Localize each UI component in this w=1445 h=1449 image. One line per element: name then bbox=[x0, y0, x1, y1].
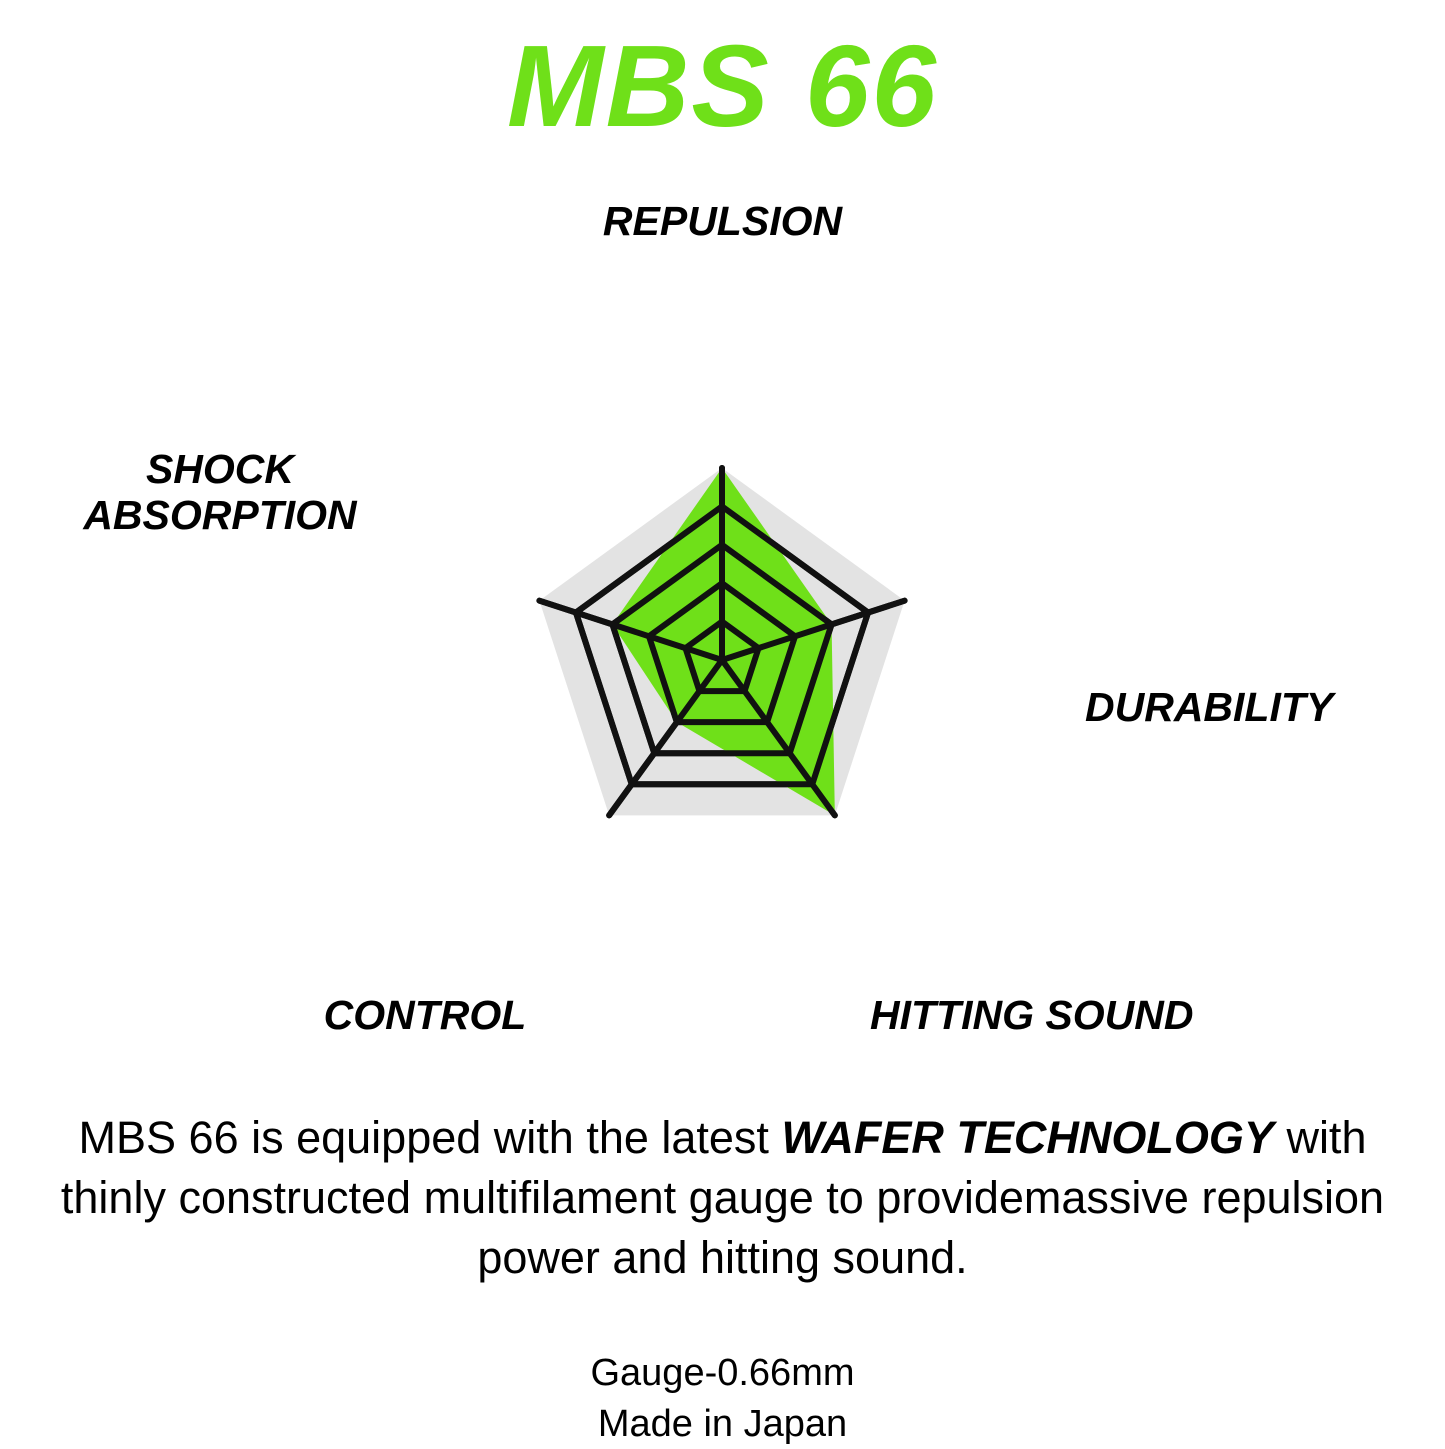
description-lead: MBS 66 is equipped with the latest bbox=[78, 1112, 782, 1163]
product-description: MBS 66 is equipped with the latest WAFER… bbox=[22, 1108, 1423, 1288]
radar-spoke-4 bbox=[536, 597, 725, 663]
description-emphasis: WAFER TECHNOLOGY bbox=[781, 1112, 1274, 1163]
axis-label-shock-line2: ABSORPTION bbox=[83, 491, 357, 538]
axis-label-hitting-sound: HITTING SOUND bbox=[870, 992, 1194, 1038]
axis-label-repulsion: REPULSION bbox=[602, 198, 843, 244]
radar-ring-1 bbox=[681, 617, 763, 695]
axis-label-shock-line1: SHOCK bbox=[145, 446, 295, 492]
radar-spoke-2 bbox=[719, 657, 838, 819]
radar-ring-3 bbox=[608, 541, 836, 757]
radar-chart-svg bbox=[536, 465, 908, 819]
origin-spec: Made in Japan bbox=[597, 1402, 848, 1445]
axis-label-control: CONTROL bbox=[323, 992, 527, 1038]
radar-spoke-3 bbox=[606, 657, 725, 819]
radar-ring-4 bbox=[572, 502, 872, 788]
description-tail: with thinly constructed multifilament ga… bbox=[60, 1112, 1385, 1283]
radar-chart: REPULSION DURABILITY SHOCK ABSORPTION CO… bbox=[0, 185, 1445, 1085]
gauge-spec: Gauge-0.66mm bbox=[590, 1352, 855, 1394]
footer-info: Gauge-0.66mm Made in Japan bbox=[0, 1348, 1445, 1449]
page-title: MBS 66 bbox=[506, 21, 939, 151]
radar-spoke-1 bbox=[719, 597, 908, 663]
radar-ring-2 bbox=[645, 579, 799, 726]
axis-label-shock-absorption: SHOCK ABSORPTION bbox=[70, 446, 370, 539]
axis-label-durability: DURABILITY bbox=[1085, 684, 1334, 730]
radar-axis-spokes-overlay bbox=[536, 465, 908, 819]
radar-grid-rings-overlay bbox=[572, 502, 872, 788]
